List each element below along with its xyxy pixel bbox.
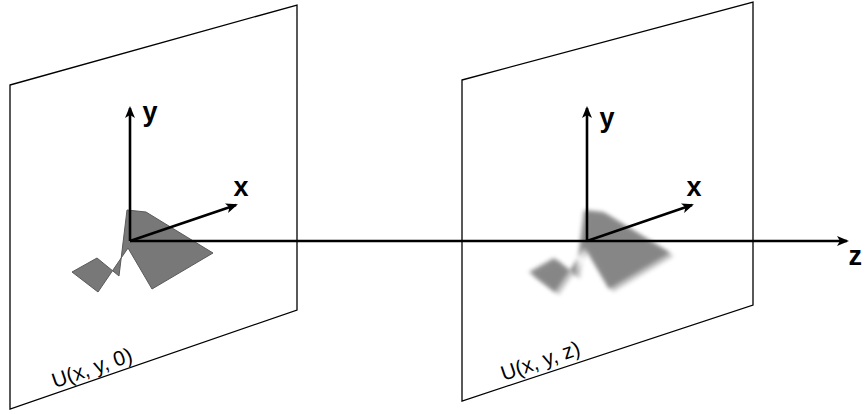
plane-outline [460, 0, 756, 404]
aperture-shape [72, 210, 213, 292]
x-axis [587, 205, 692, 241]
plane-outline [8, 2, 302, 412]
axis-label: y [599, 105, 614, 132]
diffracted-shape [529, 210, 670, 292]
z-axis [130, 240, 847, 243]
y-axis [586, 108, 589, 241]
y-axis [129, 108, 132, 241]
field-label: U(x, y, 0) [49, 343, 136, 392]
x-axis [130, 205, 236, 241]
plane-border [462, 2, 753, 401]
axis-label: z [849, 243, 863, 270]
observation-plane: U(x, y, z) [460, 0, 756, 404]
axis-label: y [142, 99, 157, 126]
field-label: U(x, y, z) [497, 337, 582, 386]
axis-label: x [233, 174, 248, 201]
observation-plane: U(x, y, 0) [8, 2, 302, 412]
axis-label: x [686, 174, 701, 201]
plane-border [10, 5, 297, 409]
